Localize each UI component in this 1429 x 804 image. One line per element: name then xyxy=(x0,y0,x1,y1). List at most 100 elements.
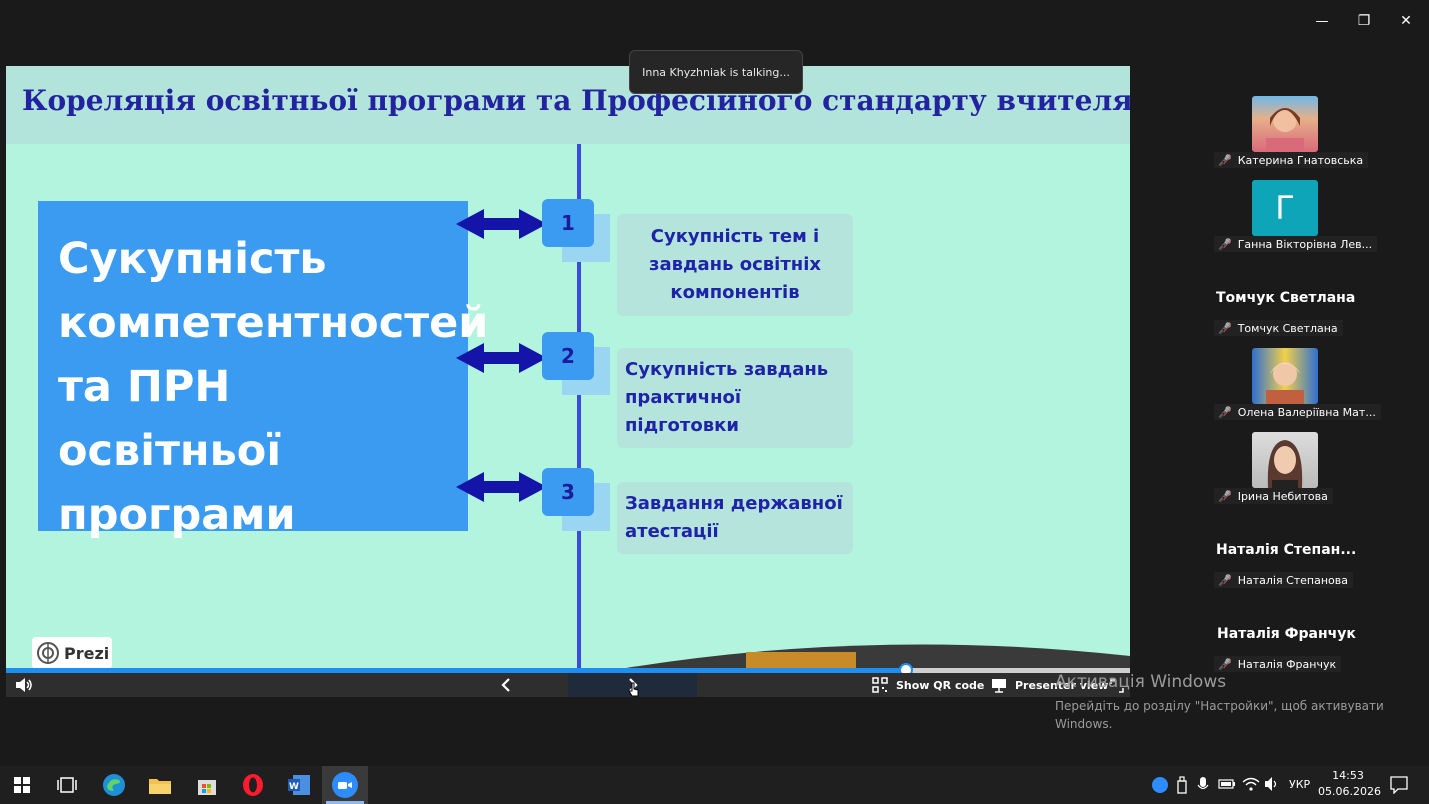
svg-text:W: W xyxy=(289,782,299,792)
restore-button[interactable]: ❐ xyxy=(1346,8,1382,34)
participant-video-iryna[interactable] xyxy=(1252,432,1318,488)
taskbar-edge[interactable] xyxy=(101,772,127,798)
microphone-muted-icon: 🎤̸ xyxy=(1218,657,1232,671)
battery-icon[interactable] xyxy=(1218,778,1236,790)
participant-tile-tomchuk[interactable]: Томчук Светлана xyxy=(1216,290,1356,306)
volume-button[interactable] xyxy=(14,676,34,694)
talking-indicator: Inna Khyzhniak is talking... xyxy=(629,50,803,94)
taskbar: W УКР 14:53 05.06.2026 xyxy=(0,766,1429,804)
zoom-icon xyxy=(332,772,358,798)
double-arrow-icon xyxy=(456,209,547,239)
double-arrow-icon xyxy=(456,343,547,373)
notification-center-icon[interactable] xyxy=(1390,776,1408,794)
clock[interactable]: 14:53 05.06.2026 xyxy=(1318,769,1381,798)
start-button[interactable] xyxy=(9,772,35,798)
progress-fill xyxy=(6,668,906,673)
volume-tray-icon[interactable] xyxy=(1264,776,1280,792)
task-view-button[interactable] xyxy=(54,772,80,798)
taskbar-file-explorer[interactable] xyxy=(147,772,173,798)
qr-code-icon xyxy=(872,677,888,693)
participant-name-text: Олена Валеріївна Мат... xyxy=(1237,405,1376,419)
minimize-button[interactable]: — xyxy=(1304,8,1340,34)
participant-video-olena[interactable] xyxy=(1252,348,1318,404)
close-window-button[interactable]: ✕ xyxy=(1388,8,1424,34)
participant-name-text: Катерина Гнатовська xyxy=(1237,153,1364,167)
participant-photo xyxy=(1266,362,1304,404)
item-card-2: Сукупність завдань практичної підготовки xyxy=(617,348,853,448)
participant-name-text: Ганна Вікторівна Лев... xyxy=(1237,237,1373,251)
number-box-2: 2 xyxy=(542,332,594,380)
participants-panel: 🎤̸ Катерина Гнатовська Г 🎤̸ Ганна Вікторів… xyxy=(1212,96,1381,676)
task-view-icon xyxy=(57,777,77,793)
windows-logo-icon xyxy=(14,777,30,793)
participant-name-iryna: 🎤̸ Ірина Небитова xyxy=(1214,488,1333,504)
participant-video-katerina[interactable] xyxy=(1252,96,1318,152)
microphone-muted-icon: 🎤̸ xyxy=(1218,489,1232,503)
slide-title: Кореляція освітньої програми та Професій… xyxy=(22,84,1130,117)
opera-icon xyxy=(243,774,263,796)
participant-initial: Г xyxy=(1275,189,1295,227)
previous-step-button[interactable] xyxy=(494,675,518,695)
microphone-muted-icon: 🎤̸ xyxy=(1218,405,1232,419)
taskbar-zoom-active[interactable] xyxy=(322,766,368,804)
activation-watermark-title: Активація Windows xyxy=(1055,672,1227,692)
player-controls: Show QR code Presenter view xyxy=(6,673,1130,697)
show-qr-code-label: Show QR code xyxy=(896,678,985,692)
divider-line xyxy=(577,144,581,668)
competences-text: Сукупність компетентностей та ПРН освітн… xyxy=(58,234,489,540)
taskbar-opera[interactable] xyxy=(240,772,266,798)
participant-tile-franchuk[interactable]: Наталія Франчук xyxy=(1217,626,1356,642)
show-qr-code-button[interactable]: Show QR code xyxy=(872,677,984,693)
input-language[interactable]: УКР xyxy=(1289,778,1311,791)
number-box-1: 1 xyxy=(542,199,594,247)
zoom-camera-glyph xyxy=(338,782,352,789)
item-card-3-text: Завдання державної атестації xyxy=(625,493,843,542)
minimize-icon: — xyxy=(1315,13,1329,29)
slide-title-band xyxy=(6,66,1130,144)
prezi-logo-text: Prezi xyxy=(64,643,110,663)
microphone-muted-icon: 🎤̸ xyxy=(1218,153,1232,167)
prezi-logo-icon xyxy=(37,642,59,664)
decorative-arc xyxy=(626,644,1130,668)
participant-tile-stepanova[interactable]: Наталія Степан... xyxy=(1216,542,1357,558)
taskbar-word[interactable]: W xyxy=(286,772,312,798)
double-arrow-icon xyxy=(456,472,547,502)
participant-photo xyxy=(1266,108,1304,152)
participant-video-hanna[interactable]: Г xyxy=(1252,180,1318,236)
microphone-tray-icon[interactable] xyxy=(1197,776,1209,794)
participant-name-text: Наталія Степанова xyxy=(1237,573,1348,587)
expand-icon xyxy=(1110,679,1124,693)
fullscreen-button[interactable] xyxy=(1110,678,1124,693)
microphone-muted-icon: 🎤̸ xyxy=(1218,321,1232,335)
usb-drive-icon[interactable] xyxy=(1176,776,1188,794)
wifi-icon[interactable] xyxy=(1242,776,1260,792)
hand-cursor-icon xyxy=(628,682,639,697)
item-card-2-text: Сукупність завдань практичної підготовки xyxy=(625,359,829,436)
participant-name-hanna: 🎤̸ Ганна Вікторівна Лев... xyxy=(1214,236,1378,252)
close-icon: ✕ xyxy=(1400,13,1412,29)
active-app-indicator xyxy=(326,801,364,804)
microphone-muted-icon: 🎤̸ xyxy=(1218,573,1232,587)
item-card-3: Завдання державної атестації xyxy=(617,482,853,554)
participant-photo xyxy=(1267,440,1303,488)
word-icon: W xyxy=(288,775,310,795)
item-card-1-text: Сукупність тем і завдань освітніх компон… xyxy=(648,226,821,303)
competences-box: Сукупність компетентностей та ПРН освітн… xyxy=(38,201,488,540)
restore-icon: ❐ xyxy=(1357,13,1371,29)
talking-indicator-text: Inna Khyzhniak is talking... xyxy=(642,65,790,79)
microphone-muted-icon: 🎤̸ xyxy=(1218,237,1232,251)
activation-watermark-subtitle: Перейдіть до розділу "Настройки", щоб ак… xyxy=(1055,699,1384,731)
taskbar-store[interactable] xyxy=(194,772,220,798)
presenter-view-button[interactable]: Presenter view xyxy=(991,677,1108,693)
clock-date: 05.06.2026 xyxy=(1318,785,1381,798)
participant-name-olena: 🎤̸ Олена Валеріївна Мат... xyxy=(1214,404,1381,420)
presenter-icon xyxy=(992,679,1006,693)
speaker-icon xyxy=(16,678,32,692)
presenter-view-label: Presenter view xyxy=(1015,678,1109,692)
participant-name-text: Ірина Небитова xyxy=(1237,489,1328,503)
participant-name-franchuk: 🎤̸Наталія Франчук xyxy=(1214,656,1342,672)
participant-name-katerina: 🎤̸ Катерина Гнатовська xyxy=(1214,152,1369,168)
store-icon xyxy=(198,780,216,795)
number-box-3: 3 xyxy=(542,468,594,516)
zoom-tray-icon[interactable] xyxy=(1152,777,1168,793)
